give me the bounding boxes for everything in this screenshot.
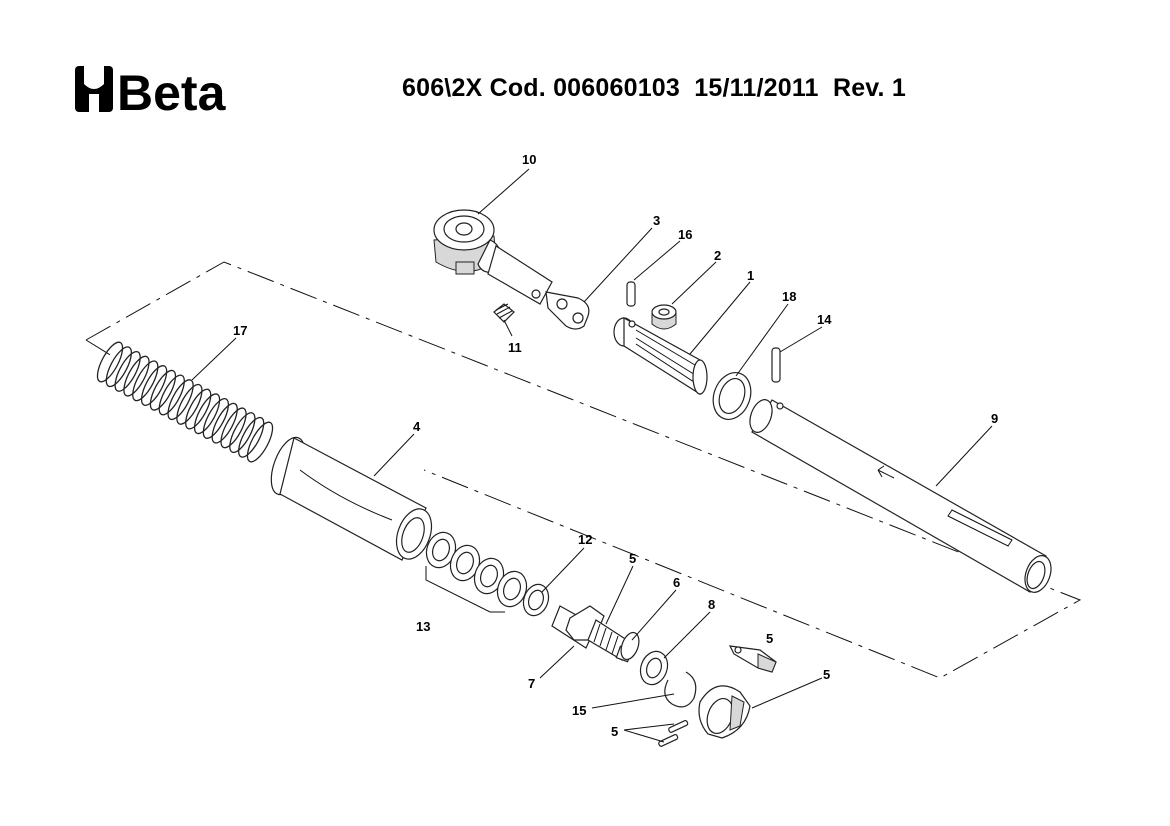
part-3-link-plate	[545, 291, 590, 330]
callout-13: 13	[416, 619, 430, 634]
part-5-end-cap	[698, 685, 751, 739]
callout-18: 18	[782, 289, 796, 304]
spring-coil	[140, 365, 168, 406]
callout-10: 10	[522, 152, 536, 167]
part-10-ratchet-head	[433, 209, 553, 305]
callout-16: 16	[678, 227, 692, 242]
assembly-outline	[85, 261, 1082, 679]
part-1-spline-shaft	[613, 316, 708, 396]
spring-coil	[229, 412, 256, 454]
spring-coil	[193, 393, 221, 435]
spring-coil	[246, 421, 274, 463]
part-5-pins	[658, 720, 689, 747]
part-5-lever	[728, 645, 777, 673]
callout-5-lever: 5	[766, 631, 773, 646]
part-13-washer-set	[425, 531, 528, 613]
callout-2: 2	[714, 248, 721, 263]
beta-logo: Beta	[75, 65, 227, 116]
callout-4: 4	[413, 419, 421, 434]
spring-coil	[202, 398, 230, 439]
part-6-ring	[620, 631, 640, 661]
part-9-tube	[749, 399, 1052, 593]
spring-coil	[123, 355, 150, 397]
spring-coil	[185, 388, 212, 430]
callout-8: 8	[708, 597, 715, 612]
spring-coil	[220, 407, 247, 449]
part-8-washer	[639, 650, 669, 686]
spring-coil	[96, 341, 124, 383]
callout-6: 6	[673, 575, 680, 590]
spring-coil	[158, 374, 185, 416]
part-11-set-screw	[493, 303, 515, 323]
spring-coil	[238, 416, 265, 458]
brand-name: Beta	[117, 65, 227, 116]
callout-12: 12	[578, 532, 592, 547]
callout-5-pins: 5	[611, 724, 618, 739]
part-14-pin	[771, 347, 781, 383]
callout-3: 3	[653, 213, 660, 228]
part-15-circlip	[664, 671, 697, 708]
callout-11: 11	[508, 340, 522, 355]
document-title: 606\2X Cod. 006060103 15/11/2011 Rev. 1	[402, 74, 906, 102]
spring-coil	[211, 402, 238, 444]
leader-lines	[191, 168, 993, 743]
callout-9: 9	[991, 411, 998, 426]
part-2-bushing	[651, 304, 677, 330]
spring-coil	[176, 383, 203, 425]
part-16-pin	[626, 281, 636, 307]
spring-coil	[132, 360, 159, 402]
part-7-adjusting-screw	[551, 605, 633, 663]
callout-1: 1	[747, 268, 754, 283]
callout-5-spring: 5	[629, 551, 636, 566]
spring-coil	[105, 346, 132, 388]
callout-5-cap: 5	[823, 667, 830, 682]
wrench-icon	[75, 66, 113, 112]
callout-17: 17	[233, 323, 247, 338]
part-17-spring	[96, 341, 274, 463]
callout-14: 14	[817, 312, 832, 327]
spring-coil	[114, 350, 141, 392]
part-4-grip	[270, 436, 433, 561]
callout-15: 15	[572, 703, 586, 718]
part-18-washer	[712, 372, 752, 420]
callout-labels: 10 3 16 2 1 18 14 11 17 4 9 12 5 6 8 13 …	[233, 152, 998, 739]
spring-coil	[167, 379, 194, 421]
callout-7: 7	[528, 676, 535, 691]
spring-coil	[149, 369, 177, 411]
